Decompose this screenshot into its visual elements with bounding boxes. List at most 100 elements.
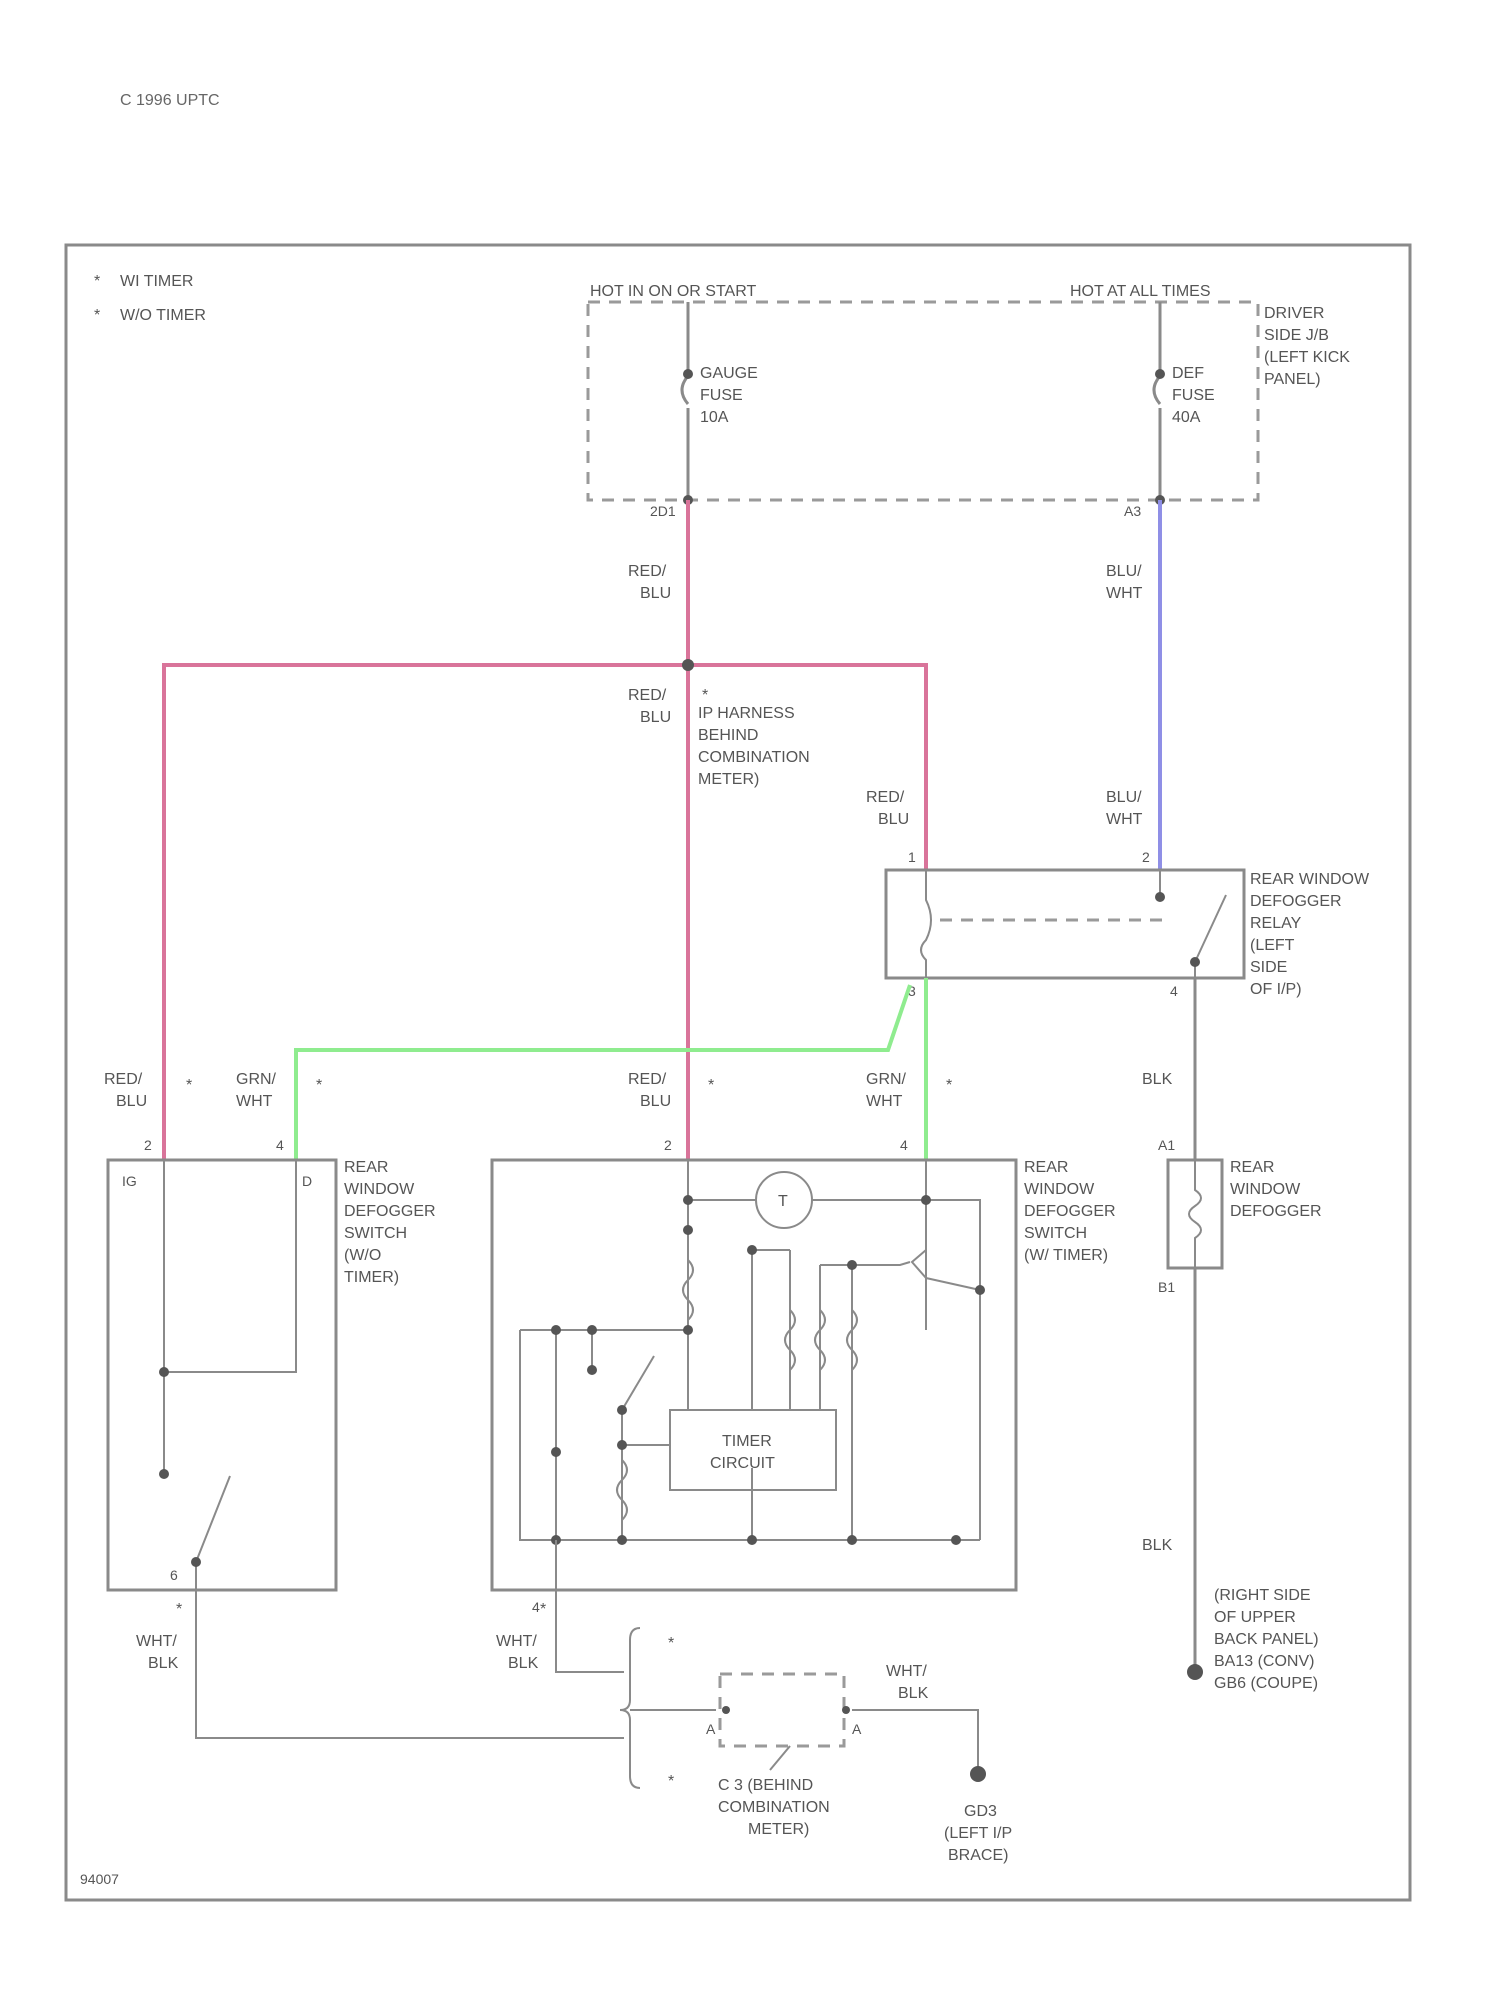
- wire-label-blu-wht-relay: BLU/ WHT: [1106, 789, 1146, 828]
- wire-label-red-blu-mid: RED/ BLU: [628, 687, 671, 726]
- relay-pin-4: 4: [1170, 983, 1178, 999]
- legend-marker-with: *: [94, 273, 100, 290]
- legend-without-timer: W/O TIMER: [120, 307, 206, 324]
- switch-w-node-18: [951, 1535, 961, 1545]
- switch-w-pin-2: 2: [664, 1137, 672, 1153]
- ip-harness-marker: *: [702, 687, 708, 704]
- wire-label-red-blu-center: RED/ BLU: [628, 1071, 671, 1110]
- wire-label-grn-wht-right: GRN/ WHT: [866, 1071, 910, 1110]
- switch-w-node-16: [747, 1535, 757, 1545]
- def-fuse-label: DEF FUSE 40A: [1172, 365, 1219, 426]
- switch-wo-pin-2: 2: [144, 1137, 152, 1153]
- wire-grn-wht: [296, 978, 926, 1160]
- marker-left-b: *: [316, 1077, 322, 1094]
- relay-pin-2: 2: [1142, 849, 1150, 865]
- marker-ground-a: *: [176, 1601, 182, 1618]
- def-fuse-dot: [1155, 369, 1165, 379]
- defogger-element: [1189, 1160, 1201, 1268]
- wire-wht-blk-ground: [196, 1590, 978, 1788]
- connector-c3-pin-right: [842, 1706, 850, 1714]
- connector-label: C 3 (BEHIND COMBINATION METER): [718, 1777, 834, 1838]
- ip-harness-label: IP HARNESS BEHIND COMBINATION METER): [698, 705, 814, 788]
- switch-w-node-1: [683, 1195, 693, 1205]
- ground-right-label: (RIGHT SIDE OF UPPER BACK PANEL) BA13 (C…: [1214, 1587, 1323, 1692]
- switch-w-label: REAR WINDOW DEFOGGER SWITCH (W/ TIMER): [1024, 1159, 1120, 1264]
- connector-c3-pin-left: [722, 1706, 730, 1714]
- switch-wo-node-c: [191, 1557, 201, 1567]
- switch-wo-d: D: [302, 1173, 312, 1189]
- defogger-label: REAR WINDOW DEFOGGER: [1230, 1159, 1322, 1220]
- switch-wo-ig: IG: [122, 1173, 137, 1189]
- switch-wo-timer-box: [108, 1160, 336, 1590]
- switch-w-node-8: [617, 1405, 627, 1415]
- marker-center-b: *: [946, 1077, 952, 1094]
- wire-label-red-blu-relay: RED/ BLU: [866, 789, 909, 828]
- switch-w-node-2: [921, 1195, 931, 1205]
- wire-label-red-blu-left: RED/ BLU: [104, 1071, 147, 1110]
- def-fuse-icon: [1154, 376, 1160, 404]
- switch-w-node-15: [617, 1535, 627, 1545]
- connector-pin-left: A: [706, 1721, 716, 1737]
- switch-w-pin-4: 4: [900, 1137, 908, 1153]
- switch-w-node-10: [747, 1245, 757, 1255]
- wire-label-blu-wht-top: BLU/ WHT: [1106, 563, 1146, 602]
- gauge-fuse-pin: 2D1: [650, 503, 676, 519]
- switch-w-node-17: [847, 1535, 857, 1545]
- marker-ground-d: *: [668, 1773, 674, 1790]
- def-fuse-pin: A3: [1124, 503, 1141, 519]
- switch-w-node-5: [551, 1325, 561, 1335]
- defogger-pin-a1: A1: [1158, 1137, 1175, 1153]
- wire-label-grn-wht-left: GRN/ WHT: [236, 1071, 280, 1110]
- relay-label: REAR WINDOW DEFOGGER RELAY (LEFT SIDE OF…: [1250, 871, 1374, 998]
- splice-dot: [682, 659, 694, 671]
- hot-at-all-times-label: HOT AT ALL TIMES: [1070, 283, 1211, 300]
- timer-circuit-label: TIMER CIRCUIT: [710, 1433, 776, 1472]
- gauge-fuse-label: GAUGE FUSE 10A: [700, 365, 762, 426]
- switch-w-node-7: [587, 1365, 597, 1375]
- marker-ground-c: *: [668, 1635, 674, 1652]
- relay-contact-dot-a: [1155, 892, 1165, 902]
- switch-w-timer-box: [492, 1160, 1016, 1590]
- switch-wo-label: REAR WINDOW DEFOGGER SWITCH (W/O TIMER): [344, 1159, 440, 1286]
- defogger-pin-b1: B1: [1158, 1279, 1175, 1295]
- wire-label-blk-bottom: BLK: [1142, 1537, 1173, 1554]
- ground-bottom-label: GD3 (LEFT I/P BRACE): [944, 1803, 1016, 1864]
- wire-label-blk-top: BLK: [1142, 1071, 1173, 1088]
- switch-w-node-6: [587, 1325, 597, 1335]
- switch-w-node-11: [847, 1260, 857, 1270]
- switch-w-node-12: [975, 1285, 985, 1295]
- ground-bottom-point: [970, 1766, 986, 1782]
- marker-ground-b: *: [540, 1601, 546, 1618]
- marker-left-a: *: [186, 1077, 192, 1094]
- ground-right-point: [1187, 1664, 1203, 1680]
- wire-label-wht-blk-left: WHT/ BLK: [136, 1633, 181, 1672]
- gauge-fuse-icon: [682, 376, 688, 404]
- wire-label-wht-blk-center: WHT/ BLK: [496, 1633, 541, 1672]
- connector-c3: [720, 1674, 844, 1746]
- marker-center-a: *: [708, 1077, 714, 1094]
- wire-label-wht-blk-right: WHT/ BLK: [886, 1663, 931, 1702]
- switch-w-node-9: [617, 1440, 627, 1450]
- switch-w-node-13: [551, 1447, 561, 1457]
- switch-wo-circuit: [164, 1160, 296, 1590]
- wire-label-red-blu-top: RED/ BLU: [628, 563, 671, 602]
- fuse-box-label: DRIVER SIDE J/B (LEFT KICK PANEL): [1264, 305, 1354, 388]
- switch-w-node-4: [683, 1325, 693, 1335]
- legend-marker-without: *: [94, 307, 100, 324]
- switch-w-circuit: [520, 1160, 980, 1540]
- switch-wo-node-b: [159, 1469, 169, 1479]
- switch-wo-pin-4: 4: [276, 1137, 284, 1153]
- timer-indicator-symbol: T: [778, 1193, 788, 1210]
- legend-with-timer: WI TIMER: [120, 273, 193, 290]
- diagram-footnote: 94007: [80, 1871, 119, 1887]
- switch-w-node-3: [683, 1225, 693, 1235]
- switch-wo-node-a: [159, 1367, 169, 1377]
- switch-wo-pin-6: 6: [170, 1567, 178, 1583]
- gauge-fuse-dot: [683, 369, 693, 379]
- relay-contact-dot-b: [1190, 957, 1200, 967]
- connector-leader: [770, 1746, 790, 1770]
- connector-pin-right: A: [852, 1721, 862, 1737]
- relay-pin-1: 1: [908, 849, 916, 865]
- relay-coil: [921, 870, 931, 978]
